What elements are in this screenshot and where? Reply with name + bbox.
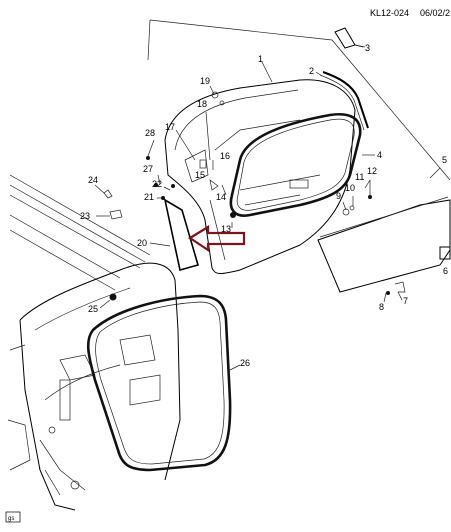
highlight-arrow bbox=[187, 225, 246, 253]
callout-8: 8 bbox=[379, 302, 384, 312]
callout-17: 17 bbox=[165, 122, 175, 132]
window-weatherstrip-inner bbox=[236, 118, 355, 211]
callout-27: 27 bbox=[143, 164, 153, 174]
callout-1: 1 bbox=[258, 54, 263, 64]
callout-3: 3 bbox=[365, 43, 370, 53]
right-clip bbox=[439, 246, 451, 260]
callout-9: 9 bbox=[336, 191, 341, 201]
ref-date: 06/02/2 bbox=[420, 8, 450, 18]
callout-4: 4 bbox=[377, 150, 382, 160]
callout-22: 22 bbox=[152, 179, 162, 189]
callout-labels: 1 2 3 4 5 6 7 8 9 10 11 12 13 14 15 16 1… bbox=[80, 43, 448, 368]
callout-6: 6 bbox=[443, 266, 448, 276]
vehicle-body bbox=[7, 174, 181, 511]
window-molding-strip bbox=[319, 71, 369, 131]
rear-glass-plane-outline bbox=[147, 19, 451, 181]
ref-code: KL12-024 bbox=[370, 8, 409, 18]
footer-tag: gs bbox=[5, 511, 21, 523]
callout-21: 21 bbox=[144, 192, 154, 202]
callout-19: 19 bbox=[200, 76, 210, 86]
leader-lines bbox=[94, 44, 441, 371]
callout-12: 12 bbox=[367, 166, 377, 176]
callout-24: 24 bbox=[88, 175, 98, 185]
callout-13: 13 bbox=[221, 224, 231, 234]
callout-18: 18 bbox=[197, 99, 207, 109]
footer-tag-text: gs bbox=[8, 516, 14, 522]
callout-11: 11 bbox=[355, 172, 364, 182]
callout-15: 15 bbox=[195, 170, 205, 180]
callout-28: 28 bbox=[145, 128, 155, 138]
rear-window-glass bbox=[317, 196, 451, 293]
callout-16: 16 bbox=[220, 151, 230, 161]
fasteners bbox=[103, 91, 406, 301]
liftgate-panel bbox=[164, 79, 356, 274]
side-trim-panel bbox=[163, 198, 199, 271]
callout-2: 2 bbox=[309, 66, 314, 76]
callout-26: 26 bbox=[240, 358, 250, 368]
callout-14: 14 bbox=[216, 192, 226, 202]
hinge-bracket bbox=[334, 27, 366, 49]
callout-25: 25 bbox=[88, 304, 98, 314]
callout-20: 20 bbox=[137, 238, 147, 248]
callout-5: 5 bbox=[442, 155, 447, 165]
door-opening-weatherstrip bbox=[86, 294, 232, 472]
callout-23: 23 bbox=[80, 211, 90, 221]
callout-7: 7 bbox=[403, 296, 408, 306]
window-weatherstrip bbox=[229, 113, 362, 217]
callout-10: 10 bbox=[345, 183, 355, 193]
